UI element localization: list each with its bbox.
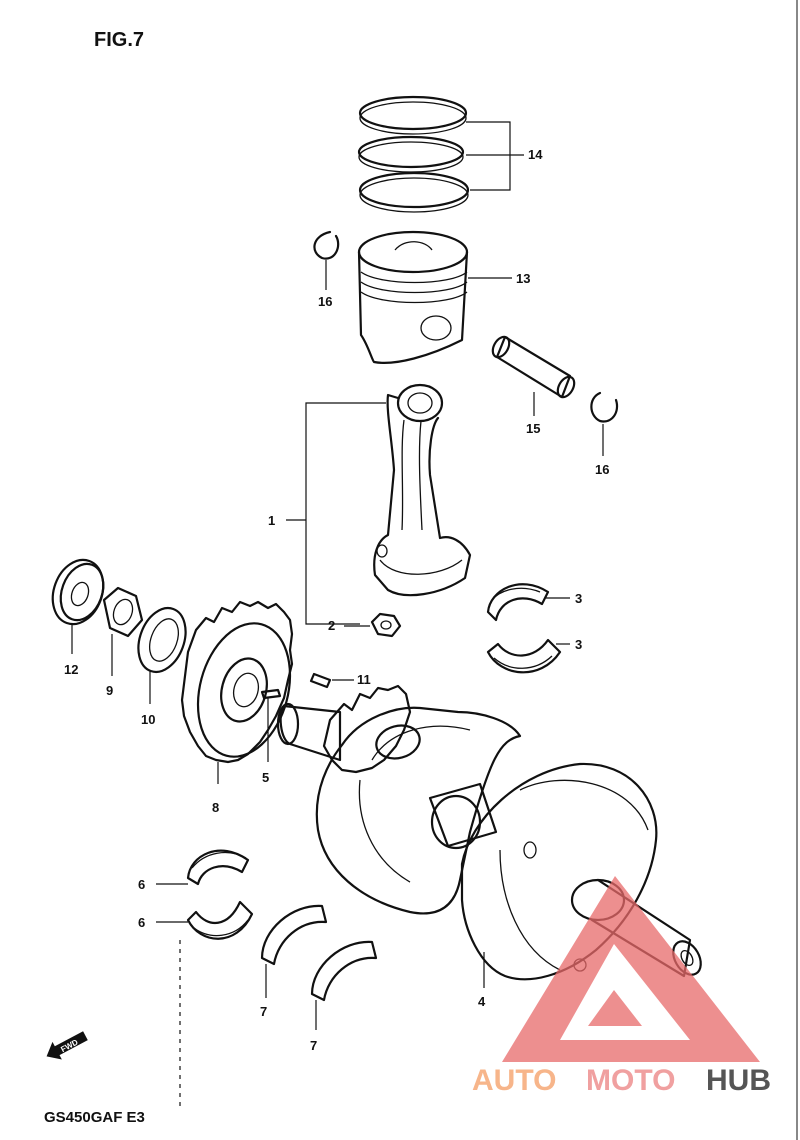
main-bearing-lower [186,900,254,940]
connecting-rod [373,383,472,597]
piston [357,230,469,364]
watermark-word-moto: MOTO [586,1064,675,1097]
callout-5: 5 [262,770,269,785]
crank-nut [102,586,144,638]
callout-3b: 3 [575,637,582,652]
callout-1: 1 [268,513,275,528]
callout-3a: 3 [575,591,582,606]
model-code: GS450GAF E3 [44,1109,145,1126]
callout-10: 10 [141,712,155,727]
rod-nut [370,612,402,638]
callout-7a: 7 [260,1004,267,1019]
watermark-word-auto: AUTO [472,1064,556,1097]
watermark-logo [502,876,760,1062]
circlip-left [313,230,340,260]
callout-7b: 7 [310,1038,317,1053]
callout-6a: 6 [138,877,145,892]
callout-8: 8 [212,800,219,815]
figure-title: FIG.7 [94,29,144,51]
conrod-bearing-lower [486,638,562,674]
callout-12: 12 [64,662,78,677]
callout-16b: 16 [595,462,609,477]
main-bearing-upper [186,849,250,886]
callout-13: 13 [516,271,530,286]
watermark-text: AUTO MOTO HUB [472,1064,771,1097]
watermark-word-hub: HUB [706,1064,771,1097]
thrust-washer-left [260,904,328,966]
callout-15: 15 [526,421,540,436]
piston-pin [491,335,576,399]
callout-2: 2 [328,618,335,633]
piston-rings [357,95,470,213]
callout-11: 11 [357,672,371,687]
callout-4: 4 [478,994,486,1009]
gear-key [260,688,282,700]
callout-6b: 6 [138,915,145,930]
callout-9: 9 [106,683,113,698]
thrust-washer-right [310,940,378,1002]
oil-seal [51,558,105,626]
callout-16a: 16 [318,294,332,309]
conrod-bearing-upper [486,583,550,622]
washer [137,606,187,674]
circlip-right [590,391,619,423]
callout-14: 14 [528,147,543,162]
drive-gear [180,600,294,764]
dowel-pin [309,672,332,689]
